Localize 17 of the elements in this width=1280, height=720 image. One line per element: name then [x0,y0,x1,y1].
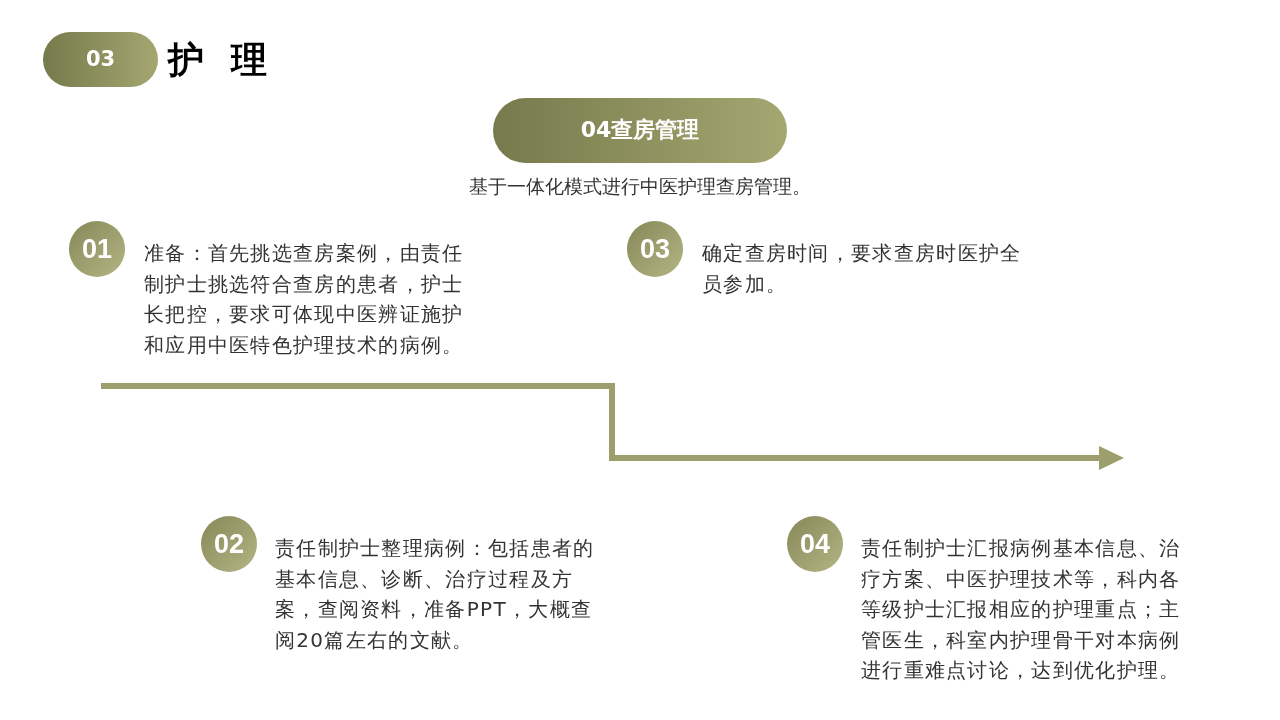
step-circle [627,221,683,277]
step-number: 04 [799,530,830,558]
section-badge [43,32,158,87]
subtitle-text: 基于一体化模式进行中医护理查房管理。 [468,174,812,199]
topic-heading: 04查房管理 [580,117,700,144]
step-number: 01 [81,235,112,263]
step-description: 责任制护士汇报病例基本信息、治疗方案、中医护理技术等，科内各等级护士汇报相应的护理重点；主管医生，科室内护理骨干对本病例进行重难点讨论，达到优化护理。 [861,535,1182,684]
step-description: 准备：首先挑选查房案例，由责任制护士挑选符合查房的患者，护士长把控，要求可体现中医辨证施护和应用中医特色护理技术的病例。 [144,240,465,359]
step-circle [201,516,257,572]
section-number: 03 [85,46,116,73]
step-number: 03 [639,235,670,263]
step-description: 责任制护士整理病例：包括患者的基本信息、诊断、治疗过程及方案，查阅资料，准备PPT，大概查阅20篇左右的文献。 [275,535,596,654]
step-number: 02 [213,530,244,558]
step-circle [787,516,843,572]
title: 护 理 [168,38,267,82]
step-description: 确定查房时间，要求查房时医护全员参加。 [702,240,1023,298]
step-circle [69,221,125,277]
